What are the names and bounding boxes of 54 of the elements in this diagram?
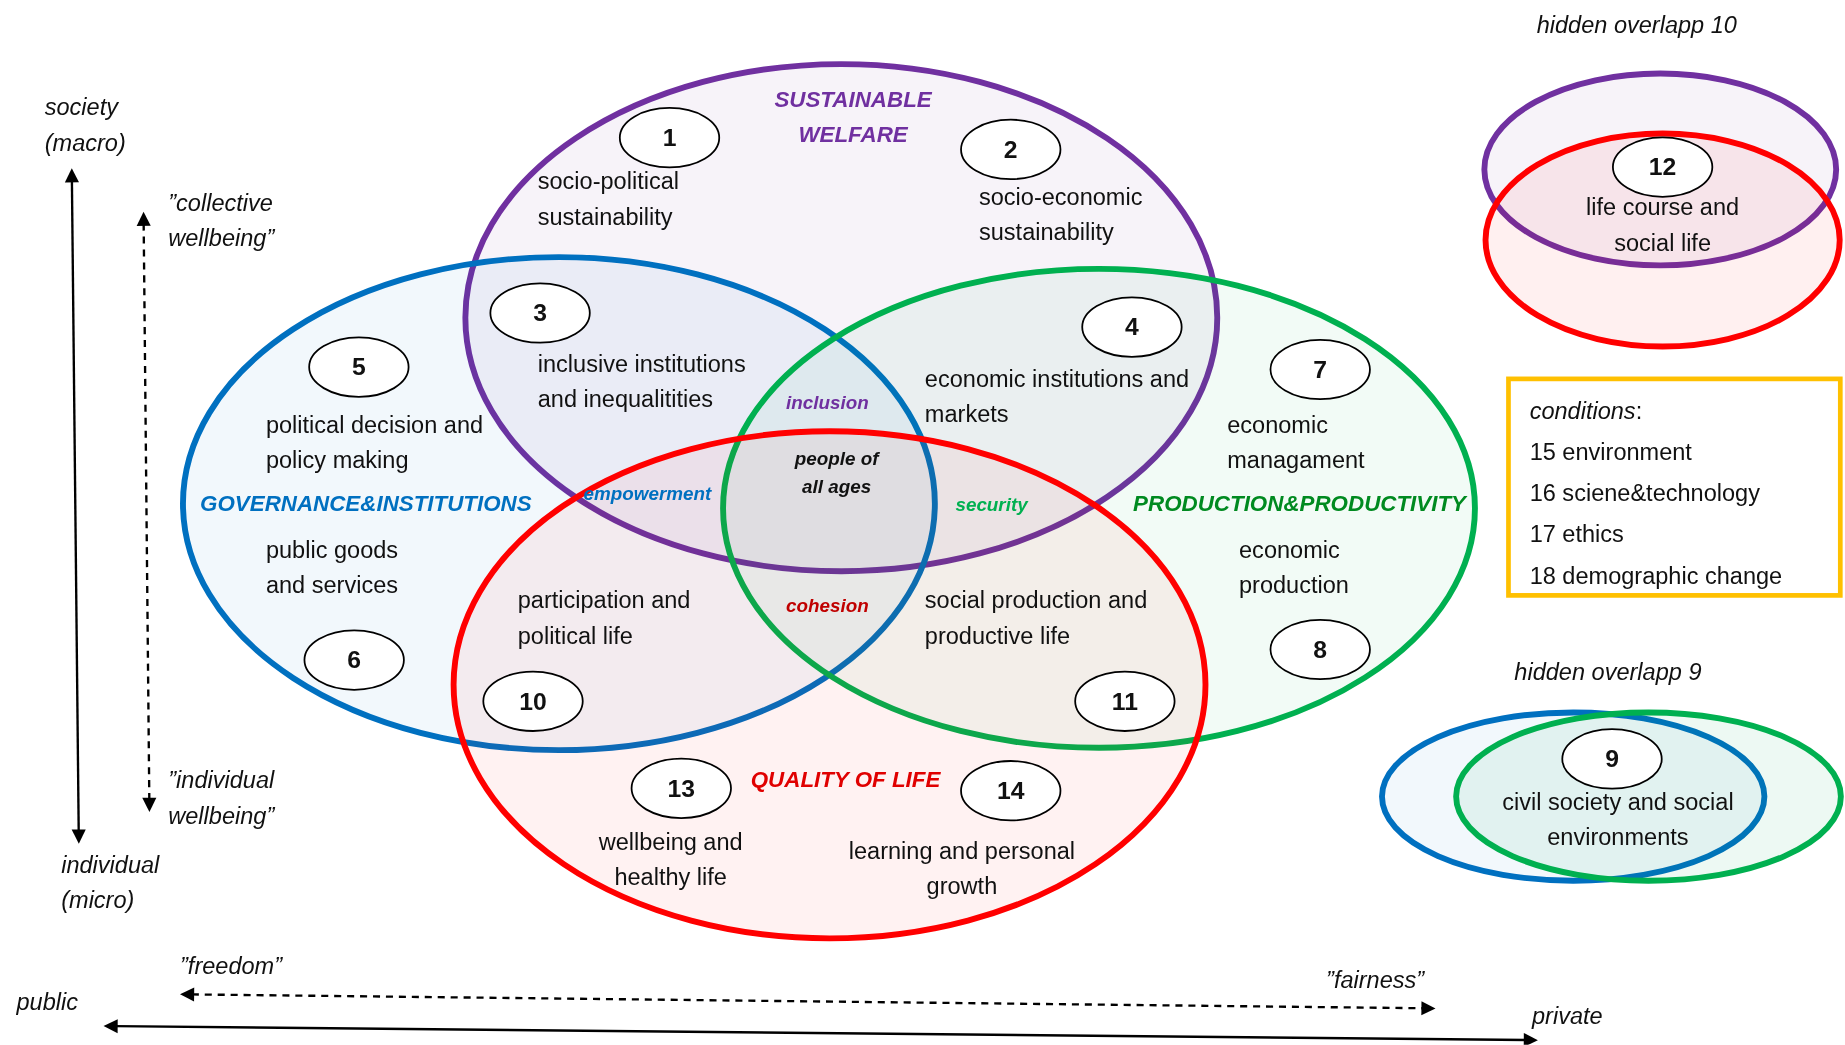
- node-label: 5: [352, 353, 366, 381]
- set-title: GOVERNANCE&INSTITUTIONS: [200, 489, 532, 518]
- set-title: PRODUCTION&PRODUCTIVITY: [1133, 489, 1466, 518]
- axis-label: public: [16, 987, 78, 1017]
- node-label: 11: [1111, 687, 1138, 715]
- node-label: 3: [533, 298, 547, 326]
- legend-panel: [1506, 376, 1843, 598]
- topic-label: political decision and policy making: [265, 410, 485, 475]
- set-ellipse: [1482, 130, 1843, 350]
- node-label: 13: [667, 774, 696, 802]
- node-label: 2: [1003, 135, 1018, 163]
- axis-label: private: [1532, 1001, 1603, 1031]
- topic-label: socio-economic sustainability: [979, 182, 1144, 247]
- condition-item: 17 ethics: [1529, 520, 1624, 550]
- axis-label: ”collective wellbeing”: [168, 188, 276, 253]
- topic-label: life course and social life: [1585, 193, 1741, 258]
- topic-label: economic production: [1239, 535, 1350, 600]
- node-label: 12: [1648, 152, 1677, 181]
- node-label: 7: [1313, 355, 1328, 383]
- topic-label: participation and political life: [517, 586, 692, 651]
- diagram-note: hidden overlapp 9: [1514, 657, 1703, 687]
- node-label: 1: [662, 123, 677, 151]
- set-ellipse: [1453, 709, 1844, 884]
- panel-heading: conditions:: [1529, 396, 1643, 426]
- diagram-note: hidden overlapp 10: [1536, 10, 1738, 40]
- set-title: SUSTAINABLE WELFARE: [773, 86, 933, 150]
- overlap-label: empowerment: [583, 482, 712, 506]
- overlap-label: inclusion: [786, 392, 869, 415]
- overlap-label: cohesion: [786, 594, 869, 618]
- axis-label: ”fairness”: [1326, 966, 1425, 996]
- node-label: 10: [519, 687, 547, 715]
- node-label: 14: [997, 776, 1025, 804]
- topic-label: economic managament: [1227, 410, 1366, 475]
- axis-label: ”freedom”: [180, 952, 283, 981]
- topic-label: economic institutions and markets: [924, 364, 1190, 430]
- overlap-label: people of all ages: [793, 447, 881, 499]
- axis-label: society (macro): [44, 93, 127, 158]
- set-title: QUALITY OF LIFE: [750, 766, 941, 794]
- node-label: 6: [347, 645, 362, 674]
- topic-label: learning and personal growth: [847, 836, 1077, 901]
- condition-item: 15 environment: [1529, 437, 1692, 467]
- topic-label: wellbeing and healthy life: [597, 827, 744, 892]
- condition-item: 18 demographic change: [1529, 561, 1783, 591]
- topic-label: socio-political sustainability: [537, 167, 680, 232]
- node-label: 8: [1313, 635, 1328, 663]
- condition-item: 16 sciene&technology: [1529, 479, 1760, 508]
- node-label: 9: [1605, 744, 1619, 772]
- overlap-label: security: [955, 493, 1028, 517]
- topic-label: civil society and social environments: [1501, 787, 1735, 852]
- node-label: 4: [1125, 312, 1139, 341]
- topic-label: social production and productive life: [924, 586, 1149, 651]
- axis-label: ”individual wellbeing”: [168, 766, 276, 831]
- axis-label: individual (micro): [61, 850, 161, 916]
- topic-label: public goods and services: [265, 535, 400, 600]
